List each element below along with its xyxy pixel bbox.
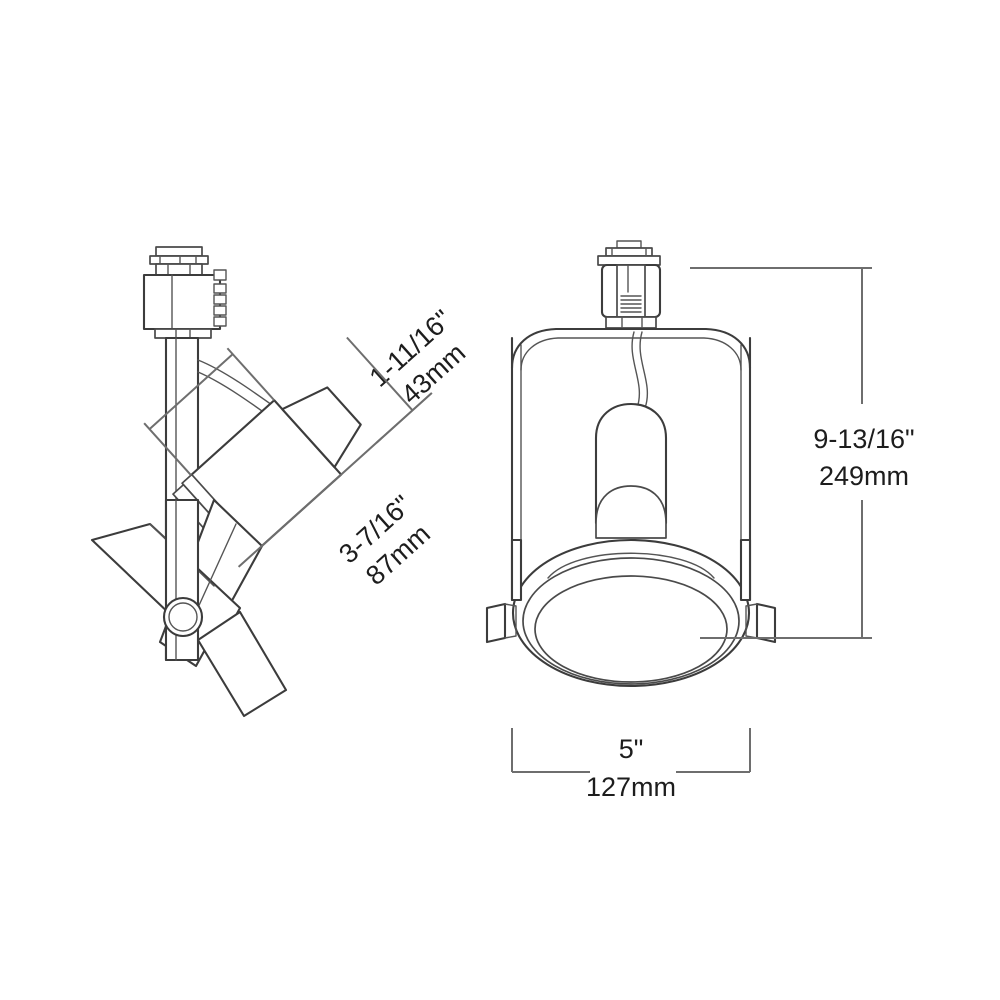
front-adapter-base-plate [605,316,657,329]
front-head-outer-ring [511,538,751,688]
front-wire-line-b [639,331,649,409]
side-yoke-tail [196,610,288,718]
front-pivot-knob-right [755,602,777,644]
side-adapter-fin-1 [213,283,227,294]
side-pivot-knob-inner [168,602,198,632]
side-adapter-fin-4 [213,316,227,327]
front-adapter-clip-mid [605,247,653,257]
side-adapter-base-plate [154,328,212,339]
front-wire-line-a [631,331,641,409]
front-adapter-clip-ribs [611,247,647,257]
side-adapter-body [142,273,222,331]
overall-width-dimension-group: 5" 127mm [511,728,751,802]
front-head-inner-ring [534,575,728,683]
front-head-top-shadow [547,552,715,579]
front-yoke-arm-left-lower [510,538,523,602]
side-adapter-fin-2 [213,294,227,305]
front-yoke-outer-top [510,327,752,370]
head-length-dim-line [346,336,414,411]
side-adapter-fin-3 [213,305,227,316]
front-wire [631,331,649,409]
front-adapter-clip-cap [616,240,642,249]
front-yoke-arms-front [485,538,777,644]
side-view-group [90,246,362,718]
front-head-mid-ring [522,557,740,685]
overall-height-inch-label: 9-13/16" [813,424,914,454]
front-yoke-inner-top [520,337,742,371]
side-adapter-fin-0 [213,269,227,281]
side-adapter-clip-ribs [159,255,197,265]
side-yoke-tail-body [196,610,288,718]
front-view-group [485,240,777,688]
side-adapter-neck-ribs [167,263,191,276]
front-adapter-rib-lines [620,295,642,313]
overall-height-dimension-group: 9-13/16" 249mm [690,267,915,639]
front-socket-body [594,402,668,539]
head-diameter-dim-line [148,353,234,430]
front-lamp-head [511,538,751,688]
side-adapter-neck [155,263,203,276]
head-diameter-dim-geometry [143,347,275,476]
side-adapter-base-ribs [175,328,191,339]
front-adapter-base-ribs [621,316,643,329]
overall-width-inch-label: 5" [619,734,644,764]
side-head-socket-housing [281,386,362,469]
side-yoke [90,498,264,668]
head-diameter-ext-line-right [226,347,275,401]
front-socket-dome [595,485,667,539]
front-pivot-knob-left-side [504,603,517,639]
side-adapter-clip-plate [149,255,209,265]
head-diameter-ext-line-left [143,422,192,476]
overall-height-mm-label: 249mm [819,461,909,491]
side-track-adapter [142,246,227,339]
overall-width-mm-label: 127mm [586,772,676,802]
front-yoke-arm-right-lower [739,538,752,602]
side-yoke-arm-front-edge [195,523,237,613]
side-adapter-clip-top [155,246,203,257]
front-adapter-clip-plate [597,255,661,266]
front-adapter-center-block [616,264,646,318]
head-length-ext-line-rear [376,392,433,444]
front-track-adapter [597,240,662,329]
head-length-dim-geometry [237,336,433,568]
front-pivot-knob-left [485,602,507,644]
